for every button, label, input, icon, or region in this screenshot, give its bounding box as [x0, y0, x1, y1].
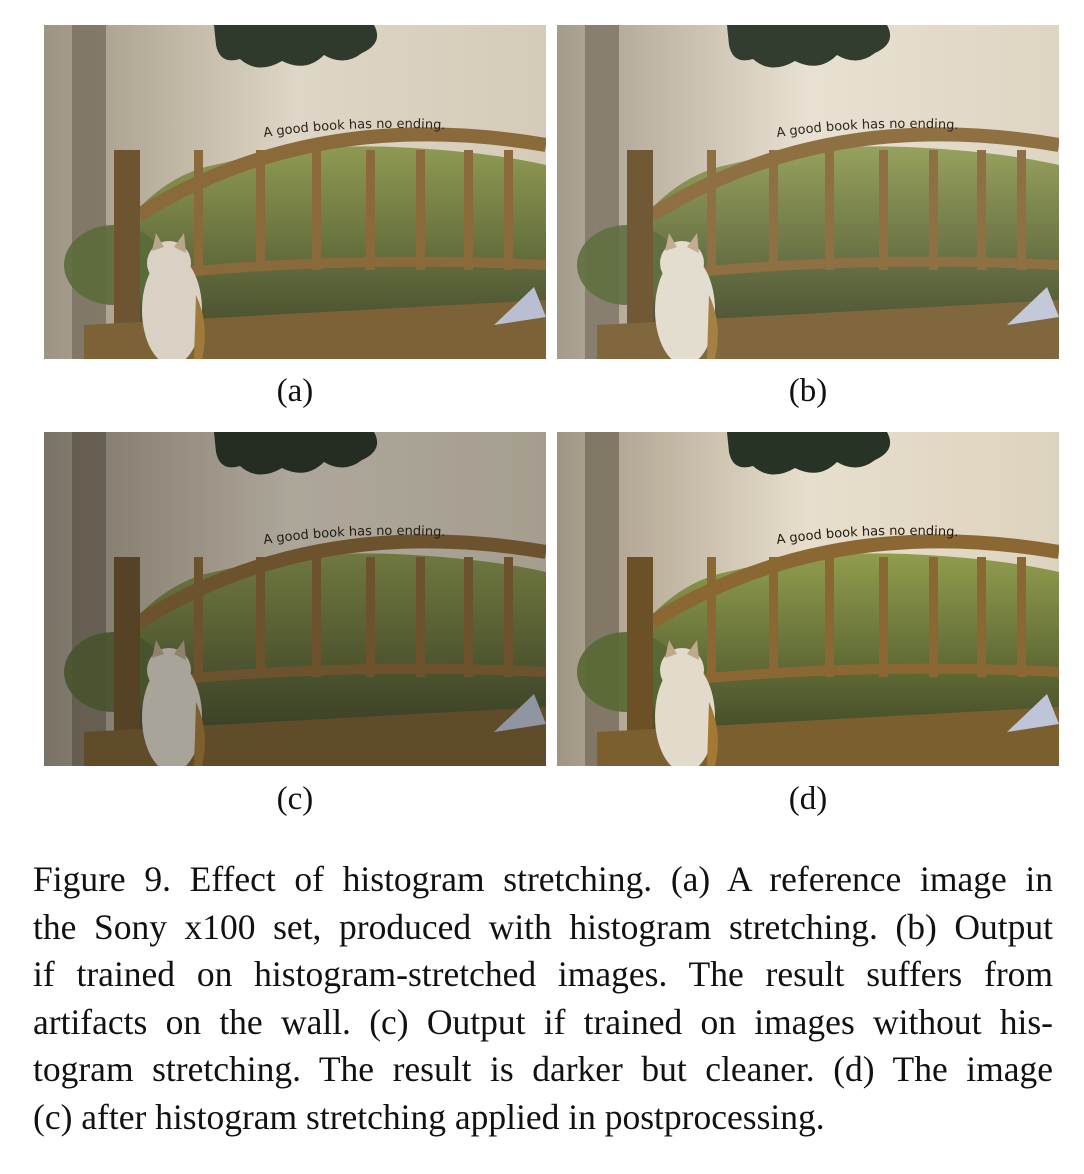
subfigure-label-d: (d): [788, 781, 828, 817]
bench-slat: [416, 557, 425, 677]
subfigure-label-c: (c): [276, 781, 314, 817]
caption-line: Figure 9. Effect of histogram stretching…: [33, 859, 1053, 899]
bench-slat: [707, 150, 716, 270]
bench-slat: [256, 150, 265, 270]
cat-head: [147, 241, 191, 285]
bench-slat: [366, 150, 375, 270]
caption-line: (c) after histogram stretching applied i…: [33, 1096, 825, 1137]
bench-slat: [769, 150, 778, 270]
mural-photo: A good book has no ending.: [44, 25, 546, 359]
pillar: [585, 25, 619, 359]
bench-slat: [825, 150, 834, 270]
mural-photo: A good book has no ending.: [557, 25, 1059, 359]
bench-slat: [312, 150, 321, 270]
foliage: [637, 553, 1059, 732]
bench-backrest: [648, 534, 1059, 628]
figure-panel-a: A good book has no ending.: [44, 25, 546, 359]
bench-backrest: [135, 534, 546, 628]
tree-canopy: [727, 432, 891, 475]
book: [1007, 694, 1059, 732]
cat-head: [147, 648, 191, 692]
bench-slat: [977, 557, 986, 677]
bench-slat: [879, 150, 888, 270]
pillar: [585, 432, 619, 766]
bench-slat: [707, 557, 716, 677]
mural-photo: A good book has no ending.: [557, 432, 1059, 766]
cat-ears: [152, 640, 186, 660]
mural-photo: A good book has no ending.: [44, 432, 546, 766]
cat-ears: [152, 233, 186, 253]
cat-head: [660, 648, 704, 692]
bench-slat: [1017, 557, 1026, 677]
bench-rail: [666, 256, 1059, 280]
bench-slat: [194, 150, 203, 270]
bench-slat: [769, 557, 778, 677]
bench-backrest: [648, 127, 1059, 221]
bench-slat: [929, 557, 938, 677]
bench-slat: [504, 557, 513, 677]
figure-panel-c: A good book has no ending.: [44, 432, 546, 766]
figure-panel-d: A good book has no ending.: [557, 432, 1059, 766]
foliage: [124, 553, 546, 732]
bench-slat: [416, 150, 425, 270]
book: [1007, 287, 1059, 325]
bench-rail: [153, 256, 546, 280]
book: [494, 694, 546, 732]
caption-line: artifacts on the wall. (c) Output if tra…: [33, 1001, 1053, 1042]
figure-caption: Figure 9. Effect of histogram stretching…: [33, 856, 1053, 1141]
pillar: [72, 432, 106, 766]
cat-ears: [665, 233, 699, 253]
pillar: [72, 25, 106, 359]
cat-tail: [707, 702, 718, 766]
bench-slat: [825, 557, 834, 677]
bench-slat: [929, 150, 938, 270]
bench-slat: [366, 557, 375, 677]
cat-ears: [665, 640, 699, 660]
caption-line: if trained on histogram-stretched images…: [33, 954, 1053, 994]
bench-slat: [1017, 150, 1026, 270]
cat-tail: [194, 702, 205, 766]
bench-slat: [464, 557, 473, 677]
tree-canopy: [214, 432, 378, 475]
bench-slat: [977, 150, 986, 270]
bench-backrest: [135, 127, 546, 221]
bench-slat: [504, 150, 513, 270]
bench-slat: [256, 557, 265, 677]
cat-tail: [707, 295, 718, 359]
cat-tail: [194, 295, 205, 359]
tree-canopy: [727, 25, 891, 68]
foliage: [124, 146, 546, 325]
caption-line: the Sony x100 set, produced with histogr…: [33, 906, 1053, 947]
foliage: [637, 146, 1059, 325]
caption-line: togram stretching. The result is darker …: [33, 1049, 1053, 1089]
subfigure-label-a: (a): [276, 373, 314, 409]
subfigure-label-b: (b): [788, 373, 828, 409]
bench-rail: [153, 663, 546, 687]
book: [494, 287, 546, 325]
bench-slat: [464, 150, 473, 270]
bench-rail: [666, 663, 1059, 687]
tree-canopy: [214, 25, 378, 68]
bench-slat: [312, 557, 321, 677]
cat-head: [660, 241, 704, 285]
figure-panel-b: A good book has no ending.: [557, 25, 1059, 359]
bench-slat: [194, 557, 203, 677]
bench-slat: [879, 557, 888, 677]
